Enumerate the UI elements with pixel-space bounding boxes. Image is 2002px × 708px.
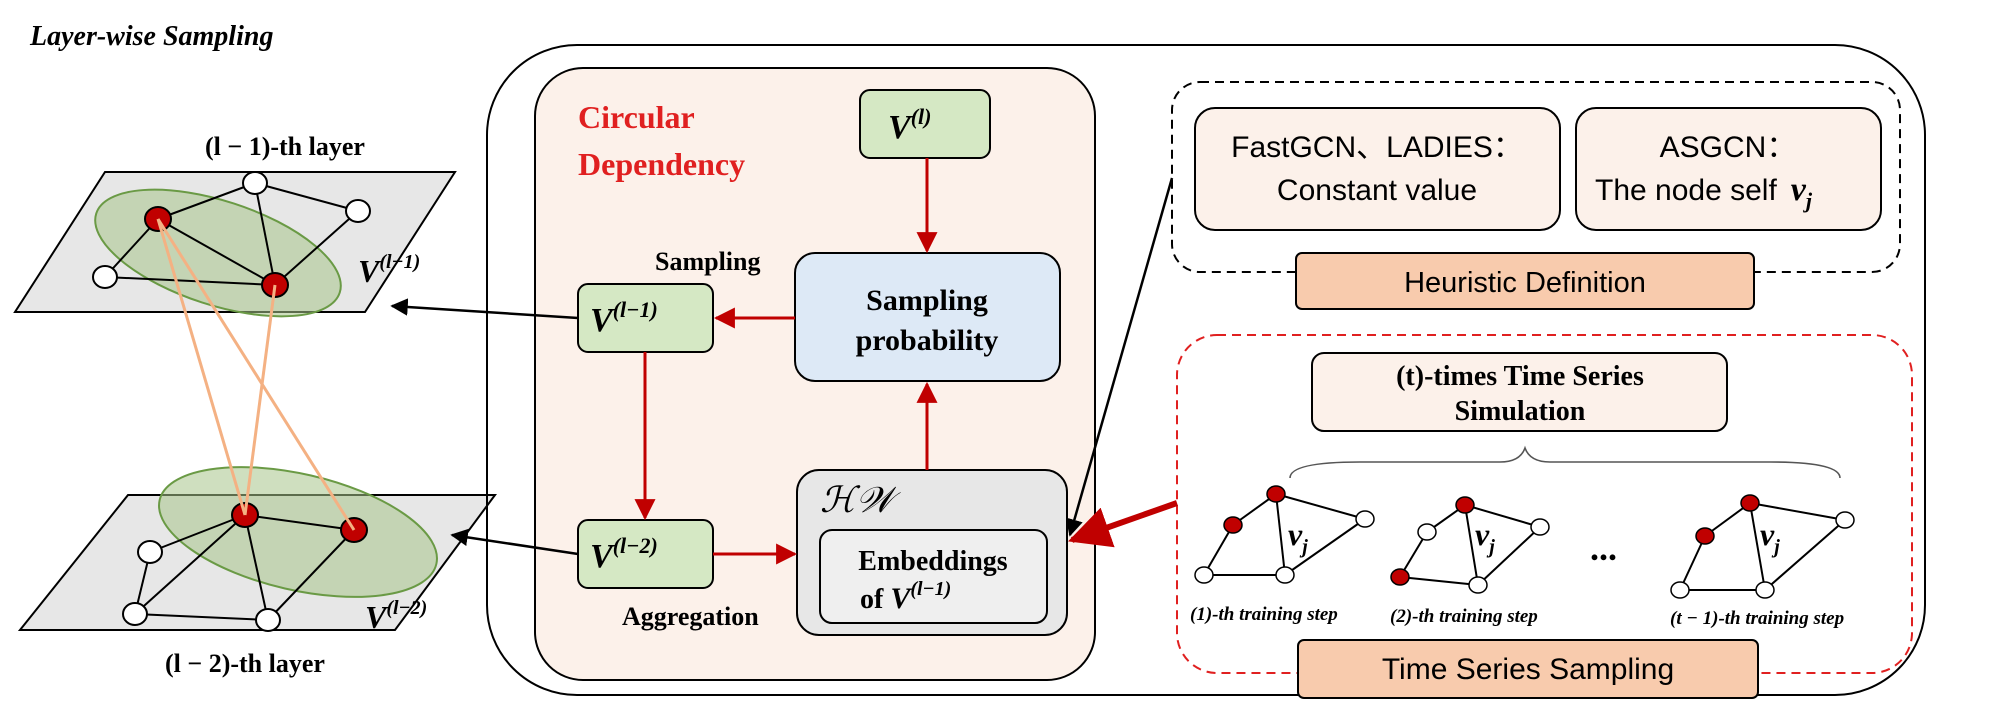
circular-dependency-panel: Circular Dependency V(l) Sampling probab… [534,67,1096,681]
heuristic-to-hw-connector [1065,177,1174,537]
fastgcn-box [1194,107,1561,231]
sampling-probability-box [794,252,1061,382]
fastgcn-line1: FastGCN、LADIES： [1231,131,1523,164]
asgcn-line1: ASGCN： [1660,131,1797,164]
layer-output-arrows [390,298,579,556]
circular-title-line1: Circular [578,99,695,135]
lower-layer-label: (l − 2)-th layer [165,649,325,678]
time-series-panel: (t)-times Time Series Simulation vj (1)-… [1176,334,1913,699]
training-step-t-minus-1-graph: vj (t − 1)-th training step [1670,494,1855,629]
upper-layer-label: (l − 1)-th layer [205,132,365,161]
embeddings-line2: of V(l−1) [860,578,951,615]
training-step-1-graph: vj (1)-th training step [1190,485,1375,625]
simulation-brace [1289,445,1841,479]
hw-label: ℋ𝒲 [820,480,902,520]
embeddings-box [819,529,1048,624]
inter-layer-connections [156,218,356,531]
lower-set-label: V(l−2) [365,597,427,635]
step3-node-label: vj [1760,516,1780,558]
sampling-label: Sampling [655,247,761,276]
simulation-box [1311,352,1728,432]
simulation-line2: Simulation [1455,396,1586,427]
upper-graph-nodes [92,171,371,298]
node-v-l [859,89,991,159]
step3-label: (t − 1)-th training step [1670,608,1844,629]
step1-label: (1)-th training step [1190,604,1338,625]
sampling-probability-line2: probability [856,324,999,357]
training-step-2-graph: vj (2)-th training step [1390,496,1550,627]
fastgcn-line2: Constant value [1277,174,1477,207]
aggregation-label: Aggregation [622,602,759,631]
step1-node-label: vj [1288,516,1308,558]
circular-arrows [634,158,938,565]
circular-title-line2: Dependency [578,146,745,182]
upper-layer: (l − 1)-th layer V(l−1) [13,132,457,318]
heuristic-dashed-frame [1171,81,1901,273]
node-v-l-minus-2-label: V(l−2) [590,533,658,575]
heuristic-definition-badge [1295,252,1755,310]
asgcn-box [1575,107,1882,231]
simulation-line1: (t)-times Time Series [1396,361,1644,392]
lower-layer: V(l−2) (l − 2)-th layer [17,466,497,678]
heuristic-panel: FastGCN、LADIES： Constant value ASGCN： Th… [1171,81,1901,310]
embeddings-line1: Embeddings [858,546,1007,577]
step2-node-label: vj [1475,516,1495,558]
outer-container [486,44,1926,696]
step2-label: (2)-th training step [1390,606,1538,627]
lower-graph-nodes [122,502,368,632]
heuristic-definition-label: Heuristic Definition [1404,267,1646,299]
steps-ellipsis: ... [1590,528,1617,568]
lower-graph-edges [134,514,355,621]
time-series-sampling-badge [1297,639,1759,699]
upper-set-label: V(l−1) [358,251,420,289]
lower-sampled-region [158,466,438,598]
node-v-l-minus-1-label: V(l−1) [590,297,658,339]
sampling-probability-line1: Sampling [866,284,988,317]
time-series-to-hw-arrow [1068,500,1178,548]
node-v-l-label: V(l) [888,104,931,146]
time-series-sampling-label: Time Series Sampling [1382,653,1674,686]
diagram-title: Layer-wise Sampling [29,21,273,52]
